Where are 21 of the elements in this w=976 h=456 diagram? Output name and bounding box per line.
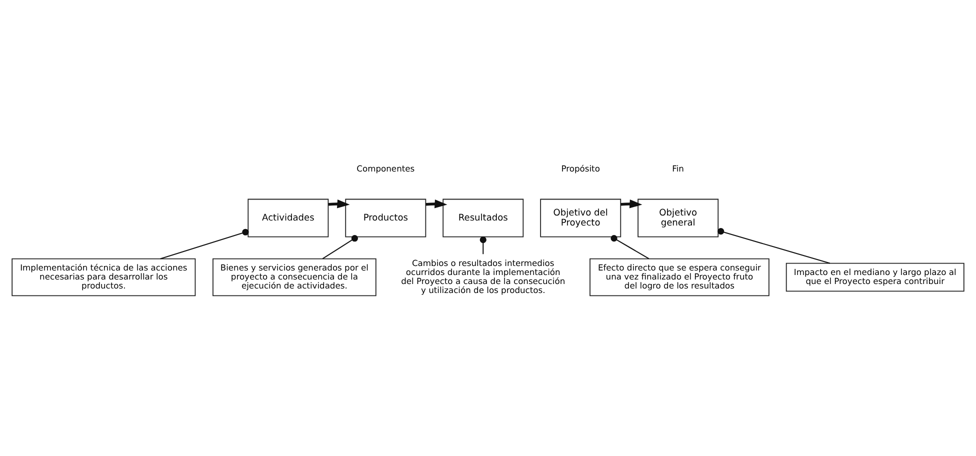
node-box: Efecto directo que se espera conseguir una vez finalizado el Proyecto fruto del logro de los resultados (590, 258, 770, 296)
label: Propósito (561, 162, 600, 173)
connector (160, 228, 249, 259)
node-box: Objetivo del Proyecto (540, 198, 622, 237)
label: Fin (672, 162, 684, 173)
node-box: Actividades (248, 198, 329, 237)
node-box: Implementación técnica de las acciones necesarias para desarrollar los productos. (12, 258, 196, 296)
arrow (426, 199, 448, 208)
node-box: Resultados (442, 198, 524, 237)
node-box: Objetivo general (638, 198, 719, 237)
connector (718, 228, 830, 264)
label: Componentes (356, 162, 415, 173)
connector (322, 234, 358, 259)
node-text: Cambios o resultados intermedios ocurridos durante la implementación del Proyecto a causa de la consecución y utilización de los productos. (401, 257, 566, 294)
node-box: Impacto en el mediano y largo plazo al que el Proyecto espera contribuir (786, 262, 964, 292)
arrow (620, 199, 642, 208)
node-box: Bienes y servicios generados por el proyecto a consecuencia de la ejecución de actividades. (212, 258, 376, 296)
connector (610, 234, 650, 259)
node-box: Productos (345, 198, 426, 237)
arrow (328, 199, 350, 208)
connector (480, 236, 486, 254)
